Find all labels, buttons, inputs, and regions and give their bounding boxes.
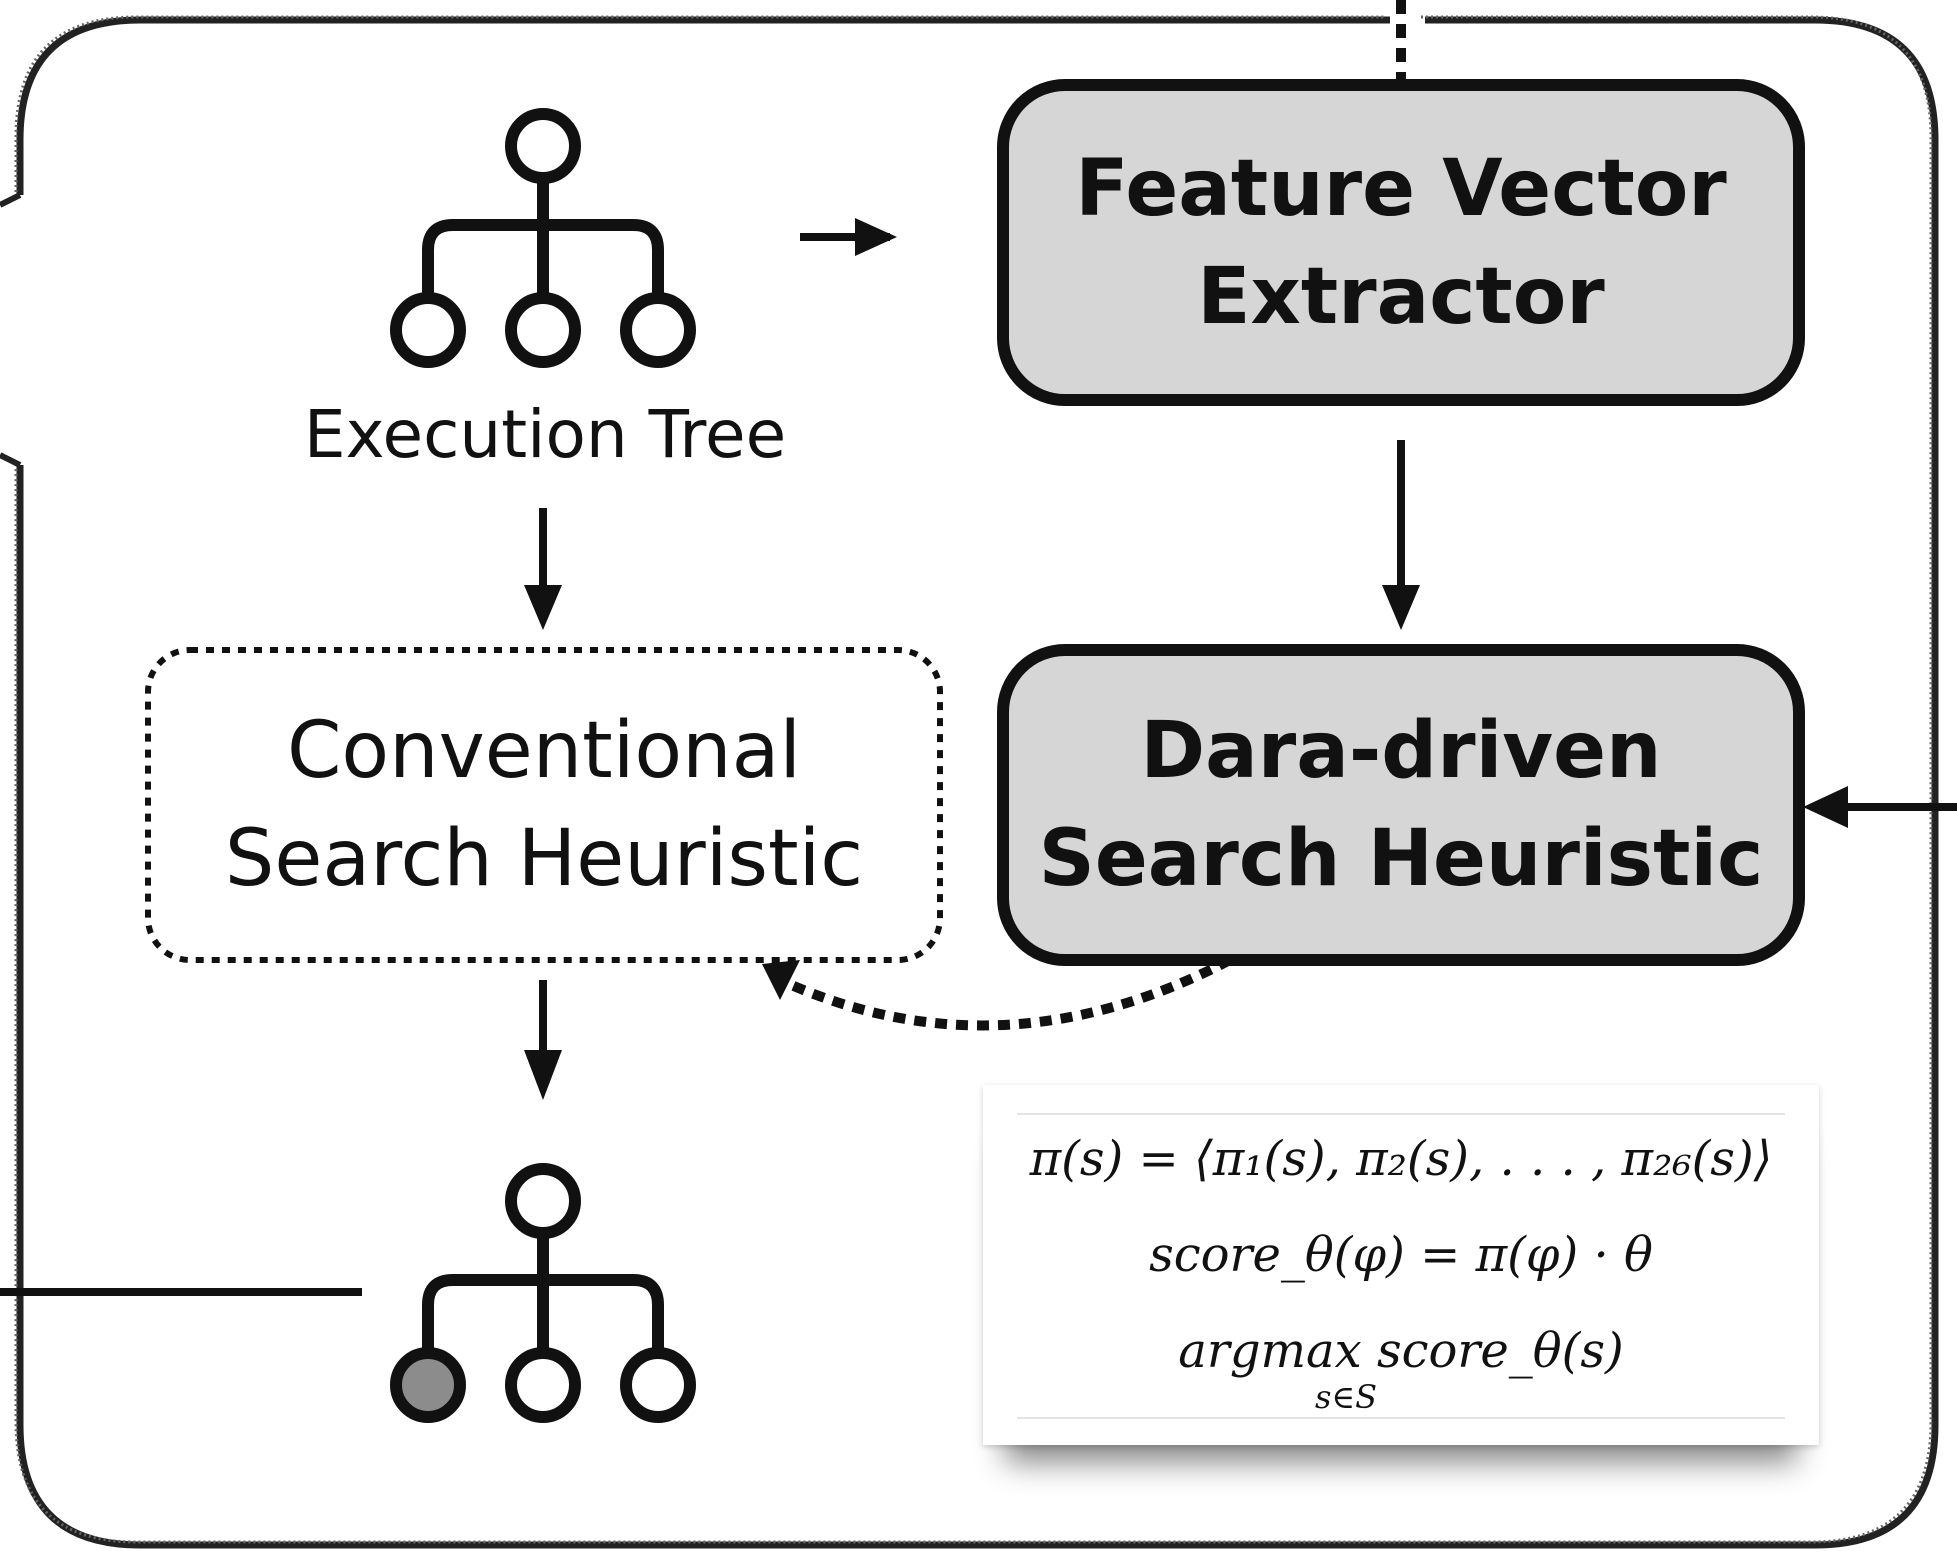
tree-icon xyxy=(390,108,696,368)
conventional-title-line2: Search Heuristic xyxy=(224,814,864,904)
feature-extractor-box-shape xyxy=(997,79,1805,406)
outer-frame-left-notch-top xyxy=(0,192,22,208)
arrow-heuristic-to-conventional xyxy=(777,955,1233,1031)
formula-top-rule xyxy=(1017,1113,1785,1115)
arrowhead-tree-to-conventional xyxy=(524,585,562,630)
conventional-heuristic-box: Conventional Search Heuristic xyxy=(148,650,940,960)
arrowhead-conventional-to-tree xyxy=(524,1050,562,1100)
outer-frame-left-notch-bottom xyxy=(0,452,22,468)
formula-panel: π(s) = ⟨π₁(s), π₂(s), . . . , π₂₆(s)⟩ sc… xyxy=(983,1085,1819,1445)
outer-frame-texture xyxy=(14,15,1933,1544)
conventional-title-line1: Conventional xyxy=(286,706,802,796)
tree-selected-node-icon xyxy=(390,1163,696,1423)
formula-bottom-rule xyxy=(1017,1417,1785,1419)
data-driven-heuristic-box: Dara-driven Search Heuristic xyxy=(1003,650,1799,960)
arrowhead-extractor-to-heuristic xyxy=(1382,585,1420,630)
formula-score: score_θ(φ) = π(φ) · θ xyxy=(1149,1227,1653,1283)
outer-frame xyxy=(16,16,1939,1549)
selected-state-node xyxy=(390,1347,466,1423)
formula-feature-vector: π(s) = ⟨π₁(s), π₂(s), . . . , π₂₆(s)⟩ xyxy=(1029,1131,1773,1187)
arrowhead-tree-to-extractor xyxy=(855,218,897,256)
conventional-box-shape xyxy=(145,647,943,963)
feature-extractor-title-line1: Feature Vector xyxy=(1075,143,1727,234)
data-driven-box-shape xyxy=(997,644,1805,966)
formula-argmax-subscript: s∈S xyxy=(1314,1378,1378,1416)
data-driven-title-line1: Dara-driven xyxy=(1140,706,1662,796)
formula-argmax: argmax score_θ(s) xyxy=(1178,1323,1624,1379)
arrowhead-heuristic-to-conventional xyxy=(762,960,800,1000)
arrowhead-external-to-heuristic xyxy=(1803,786,1848,828)
feature-vector-extractor-box: Feature Vector Extractor xyxy=(1003,85,1799,400)
feature-extractor-title-line2: Extractor xyxy=(1197,251,1605,342)
execution-tree-label: Execution Tree xyxy=(303,396,787,473)
data-driven-title-line2: Search Heuristic xyxy=(1038,814,1764,904)
